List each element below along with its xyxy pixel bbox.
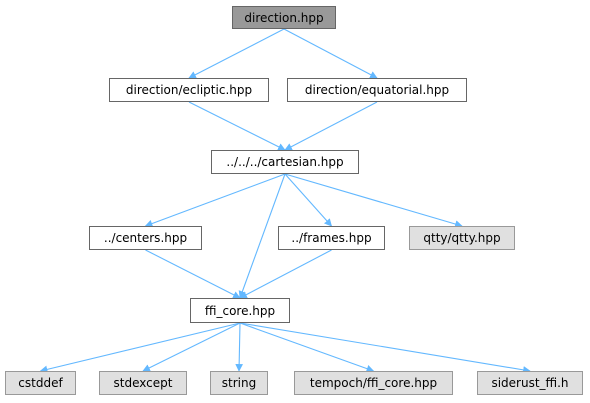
node-frames-hpp[interactable]: ../frames.hpp: [278, 226, 385, 250]
edge-cartesian-to-frames: [284, 173, 333, 227]
edge-direction_ecliptic-to-cartesian: [188, 101, 286, 151]
edge-cartesian-to-centers: [144, 173, 286, 228]
edge-frames-to-ffi_core: [239, 249, 332, 299]
node-tempoch-ffi-core-hpp[interactable]: tempoch/ffi_core.hpp: [294, 371, 453, 395]
edge-direction_hpp-to-direction_equatorial: [283, 28, 378, 79]
edge-centers-to-ffi_core: [145, 249, 241, 299]
node-direction-equatorial-hpp[interactable]: direction/equatorial.hpp: [287, 78, 467, 102]
node-cstddef[interactable]: cstddef: [5, 371, 76, 395]
node-qtty-hpp[interactable]: qtty/qtty.hpp: [409, 226, 515, 250]
node-string[interactable]: string: [210, 371, 268, 395]
node-direction-hpp[interactable]: direction.hpp: [232, 6, 336, 29]
node-centers-hpp[interactable]: ../centers.hpp: [89, 226, 202, 250]
edge-cartesian-to-qtty: [284, 173, 463, 228]
edge-direction_hpp-to-direction_ecliptic: [188, 28, 285, 79]
node-stdexcept[interactable]: stdexcept: [99, 371, 187, 395]
node-siderust-ffi-h[interactable]: siderust_ffi.h: [477, 371, 583, 395]
edge-ffi_core-to-tempoch_ffi_core: [239, 322, 375, 373]
edge-ffi_core-to-stdexcept: [142, 322, 241, 372]
node-cartesian-hpp[interactable]: ../../../cartesian.hpp: [211, 150, 359, 174]
node-direction-ecliptic-hpp[interactable]: direction/ecliptic.hpp: [109, 78, 269, 102]
edge-ffi_core-to-string: [235, 322, 243, 372]
edge-cartesian-to-ffi_core: [238, 173, 286, 299]
edge-ffi_core-to-cstddef: [39, 322, 241, 374]
node-ffi-core-hpp[interactable]: ffi_core.hpp: [190, 298, 290, 323]
edge-direction_equatorial-to-cartesian: [284, 101, 378, 151]
edge-ffi_core-to-siderust_ffi: [239, 322, 531, 374]
